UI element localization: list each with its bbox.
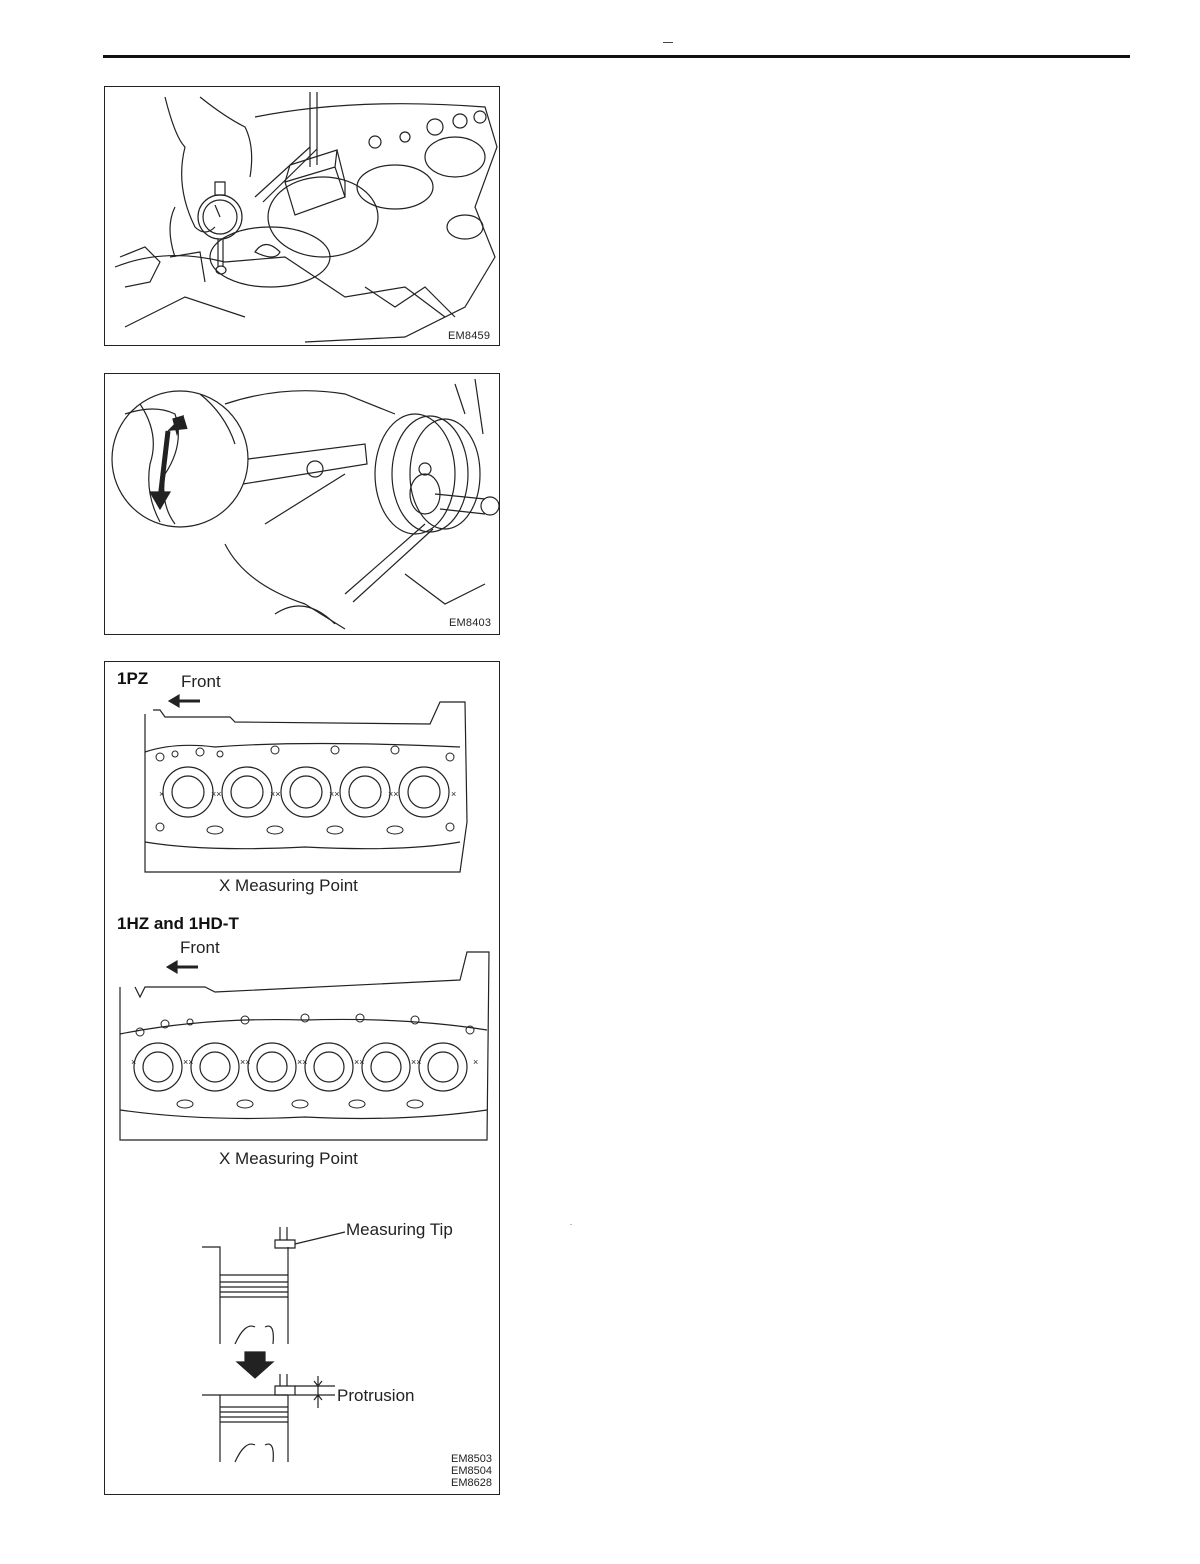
svg-text:××: ×× — [270, 789, 281, 799]
figure-crank-pulley: EM8403 — [104, 373, 500, 635]
measuring-points-illustration: ××××× ××××× — [105, 662, 501, 1496]
figure-code: EM8403 — [449, 617, 491, 629]
svg-text:×: × — [473, 1057, 478, 1067]
cylinder-row-1pz — [163, 767, 449, 817]
measuring-point-label-1pz: X Measuring Point — [219, 876, 358, 896]
svg-text:××: ×× — [240, 1057, 251, 1067]
measuring-tip-label: Measuring Tip — [346, 1220, 453, 1240]
figure-dial-indicator: EM8459 — [104, 86, 500, 346]
protrusion-label: Protrusion — [337, 1386, 414, 1406]
figure-code: EM8628 — [451, 1477, 492, 1489]
svg-text:××: ×× — [411, 1057, 422, 1067]
figure-codes: EM8503 EM8504 EM8628 — [451, 1453, 492, 1489]
svg-text:××: ×× — [183, 1057, 194, 1067]
svg-text:××: ×× — [354, 1057, 365, 1067]
front-label-1hz: Front — [180, 938, 220, 958]
figure-code: EM8504 — [451, 1465, 492, 1477]
figure-measuring-points: 1PZ Front ××××× ××××× — [104, 661, 500, 1495]
figure-code: EM8503 — [451, 1453, 492, 1465]
svg-text:××: ×× — [388, 789, 399, 799]
svg-text:××: ×× — [297, 1057, 308, 1067]
svg-text:××: ×× — [211, 789, 222, 799]
cylinder-row-1hz — [134, 1043, 467, 1091]
section-title-1hz: 1HZ and 1HD-T — [117, 914, 239, 934]
page-speck — [570, 1224, 572, 1225]
svg-text:×: × — [131, 1057, 136, 1067]
dial-indicator-illustration — [105, 87, 501, 347]
header-rule — [103, 55, 1130, 58]
figure-code: EM8459 — [448, 330, 490, 342]
svg-text:××: ×× — [329, 789, 340, 799]
measuring-point-label-1hz: X Measuring Point — [219, 1149, 358, 1169]
crank-pulley-illustration — [105, 374, 501, 636]
header-dash — [663, 42, 673, 43]
svg-text:×: × — [451, 789, 456, 799]
svg-text:×: × — [159, 789, 164, 799]
